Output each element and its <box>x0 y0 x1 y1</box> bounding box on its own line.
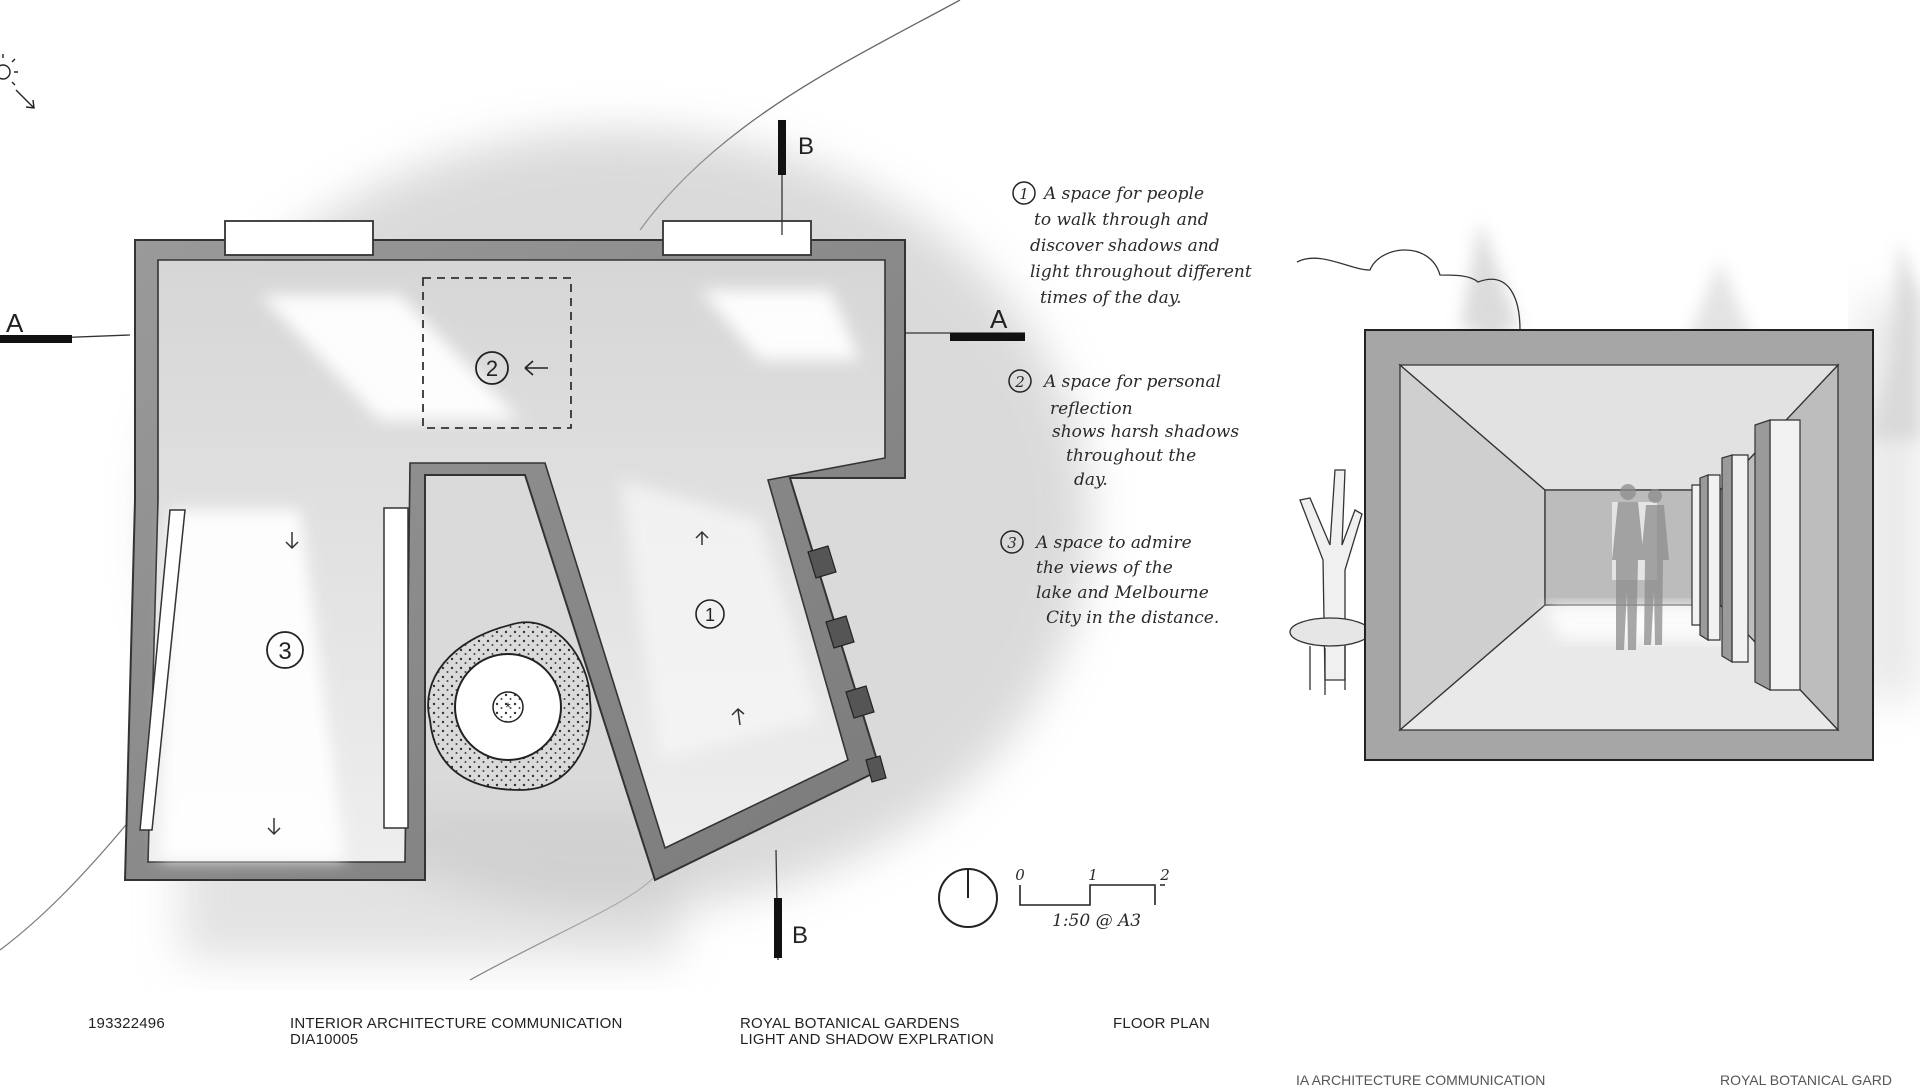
svg-text:the views of the: the views of the <box>1036 558 1173 578</box>
arrow-down-icon <box>285 532 299 550</box>
svg-text:1:50 @ A3: 1:50 @ A3 <box>1052 911 1141 931</box>
arrow-up-icon <box>695 530 709 545</box>
svg-text:lake and Melbourne: lake and Melbourne <box>1036 583 1209 603</box>
footer-drawing-type: FLOOR PLAN <box>1113 1015 1211 1032</box>
window-top-left <box>224 220 374 256</box>
scale-bar: 0 1 2 1:50 @ A3 <box>1015 866 1170 931</box>
footer-project: ROYAL BOTANICAL GARDENS LIGHT AND SHADOW… <box>740 1015 995 1048</box>
svg-text:A: A <box>6 308 24 338</box>
note-3: 3 A space to admire the views of the lak… <box>1000 530 1219 628</box>
zone-2-marker: 2 <box>475 351 548 385</box>
perspective-fins <box>1691 419 1801 691</box>
footer-student-id: 193322496 <box>88 1015 165 1032</box>
svg-text:day.: day. <box>1074 470 1108 490</box>
svg-text:1: 1 <box>1019 185 1029 203</box>
svg-text:City in the distance.: City in the distance. <box>1046 608 1219 628</box>
svg-text:B: B <box>798 133 814 160</box>
footer-cut-project: ROYAL BOTANICAL GARD <box>1720 1072 1892 1088</box>
svg-text:1: 1 <box>1088 866 1098 884</box>
window-left-slit <box>139 509 186 831</box>
window-top-right <box>662 220 812 256</box>
svg-text:2: 2 <box>1014 373 1025 391</box>
svg-text:1: 1 <box>705 605 715 625</box>
footer-cut-course: IA ARCHITECTURE COMMUNICATION <box>1296 1072 1546 1088</box>
svg-text:3: 3 <box>1007 534 1017 552</box>
pond-center <box>492 691 524 723</box>
svg-text:3: 3 <box>278 638 291 665</box>
footer-course: INTERIOR ARCHITECTURE COMMUNICATION DIA1… <box>290 1015 623 1048</box>
circulation-arrows <box>267 530 745 836</box>
svg-text:light throughout different: light throughout different <box>1030 262 1252 282</box>
svg-text:throughout the: throughout the <box>1066 446 1196 466</box>
figure-silhouettes <box>1612 484 1669 650</box>
right-wall-piers <box>807 545 887 783</box>
floor-plan: * 2 1 3 A A <box>0 0 1170 981</box>
light-patch <box>620 480 820 760</box>
svg-text:2: 2 <box>1159 866 1170 884</box>
svg-text:*: * <box>505 699 511 715</box>
tree-and-bench <box>1289 469 1371 695</box>
light-patch <box>260 295 520 420</box>
svg-text:discover shadows and: discover shadows and <box>1030 236 1220 256</box>
light-patch <box>160 510 345 860</box>
site-line-left <box>0 819 131 951</box>
perspective-sketch <box>1289 220 1920 761</box>
annotation-notes: 1 A space for people to walk through and… <box>1000 181 1252 628</box>
arrow-left-icon <box>524 360 548 376</box>
reflection-zone-outline <box>422 277 572 429</box>
svg-text:A: A <box>990 304 1008 334</box>
north-arrow-icon <box>938 868 998 928</box>
cloud-outline <box>1296 249 1521 331</box>
arrow-down-icon <box>267 818 281 836</box>
svg-text:reflection: reflection <box>1050 399 1133 419</box>
zone-1-marker: 1 <box>695 599 725 629</box>
note-1: 1 A space for people to walk through and… <box>1012 181 1252 308</box>
note-2: 2 A space for personal reflection shows … <box>1008 369 1239 490</box>
light-patch <box>700 290 860 360</box>
svg-text:times of the day.: times of the day. <box>1040 288 1182 308</box>
section-b-markers: B B <box>774 120 814 961</box>
svg-text:2: 2 <box>486 356 498 381</box>
svg-text:A space for personal: A space for personal <box>1042 372 1221 392</box>
arrow-up-icon <box>731 707 745 726</box>
svg-text:A space to admire: A space to admire <box>1034 533 1192 553</box>
section-a-markers: A A <box>0 304 1025 343</box>
svg-text:shows harsh shadows: shows harsh shadows <box>1052 422 1239 442</box>
sun-direction-icon <box>0 54 35 109</box>
svg-text:B: B <box>792 922 808 949</box>
svg-text:0: 0 <box>1015 866 1025 884</box>
window-inner-slit <box>383 507 409 829</box>
svg-text:to walk through and: to walk through and <box>1034 210 1209 230</box>
svg-text:A space for people: A space for people <box>1042 184 1204 204</box>
zone-3-marker: 3 <box>266 631 304 669</box>
